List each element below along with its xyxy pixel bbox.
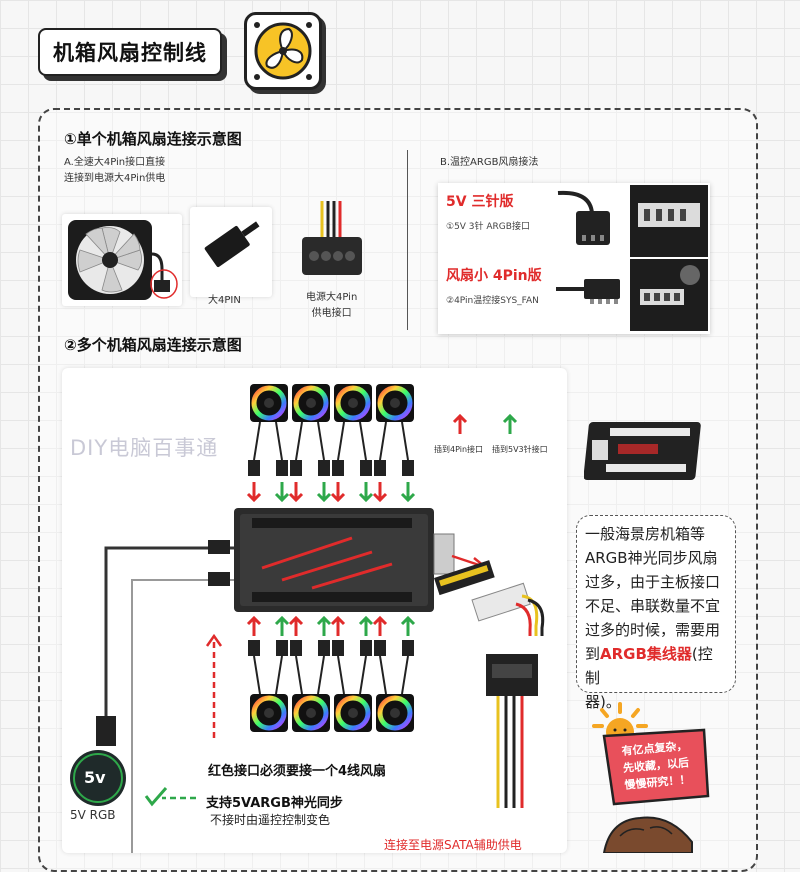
psu-label: 电源大4Pin 供电接口 [306, 290, 357, 322]
note-line3: 过多，由于主板接口 [585, 573, 721, 591]
psu-molex-connector [292, 197, 374, 287]
big-4pin-label: 大4PIN [208, 295, 241, 306]
section1-title: ①单个机箱风扇连接示意图 [64, 130, 242, 148]
top-fan-row [250, 384, 414, 422]
page-title: 机箱风扇控制线 [38, 28, 222, 76]
5v-version-title: 5V 三针版 [446, 194, 514, 210]
5v-rgb-label: 5V RGB [70, 808, 116, 822]
bottom-fan-row [250, 694, 414, 732]
mascot-hair-icon [600, 812, 696, 854]
note-highlight: ARGB集线器 [600, 645, 692, 663]
fan-icon [244, 12, 322, 90]
note-line6-prefix: 到 [585, 645, 601, 663]
section-a-line1: A.全速大4Pin接口直接 [64, 157, 166, 168]
bookmark-sticker: 有亿点复杂， 先收藏，以后 慢慢研究！！ [596, 726, 714, 810]
note-line6: 到ARGB集线器(控制 [585, 642, 727, 690]
note-line5: 过多的时候，需要用 [585, 621, 721, 639]
section-a-desc: A.全速大4Pin接口直接 连接到电源大4Pin供电 [64, 155, 165, 187]
psu-label-line2: 供电接口 [311, 308, 352, 319]
4pin-version-sub: ②4Pin温控接SYS_FAN [446, 296, 539, 306]
page-title-text: 机箱风扇控制线 [53, 41, 207, 65]
argb-connection-card: 5V 三针版 ①5V 3针 ARGB接口 风扇小 4Pin版 ②4Pin温控接S… [438, 183, 710, 334]
sys-fan-header-photo [630, 259, 708, 331]
psu-label-line1: 电源大4Pin [306, 292, 358, 303]
red-port-note: 红色接口必须要接一个4线风扇 [208, 764, 387, 779]
watermark: DIY电脑百事通 [70, 436, 219, 460]
section-b-title: B.温控ARGB风扇接法 [440, 157, 539, 168]
sata-note-text: 连接至电源SATA辅助供电 [384, 838, 522, 852]
green-note-line2: 不接时由遥控控制变色 [210, 813, 331, 827]
section2-title: ②多个机箱风扇连接示意图 [64, 336, 242, 354]
legend-red-label: 插到4Pin接口 [434, 445, 484, 454]
green-note-line1: 支持5VARGB神光同步 [206, 796, 343, 811]
5v-badge: 5v [84, 768, 106, 787]
argb-hub-photo [583, 414, 712, 488]
argb-header-photo [630, 185, 708, 257]
note-line7: 器)。 [585, 693, 621, 711]
legend-green-label: 插到5V3针接口 [492, 445, 548, 454]
note-line6-suffix: (控制 [585, 645, 713, 687]
sticker-text: 有亿点复杂， 先收藏，以后 慢慢研究！！ [606, 736, 706, 795]
argb-3pin-plug-photo [550, 185, 630, 257]
4pin-plug-photo [550, 259, 630, 331]
hub-usage-note: 一般海景房机箱等 ARGB神光同步风扇 过多，由于主板接口 不足、串联数量不宜 … [576, 515, 736, 711]
section-a-line2: 连接到电源大4Pin供电 [64, 173, 166, 184]
4pin-version-title: 风扇小 4Pin版 [446, 268, 542, 284]
5v-version-sub: ①5V 3针 ARGB接口 [446, 222, 530, 232]
big-4pin-connector [190, 207, 272, 297]
sata-note: 连接至电源SATA辅助供电 [384, 836, 522, 853]
section-divider [407, 150, 408, 330]
multi-fan-diagram: 插到4Pin接口 插到5V3针接口 红色接口必须要接一个4线风扇 支持5VARG… [62, 368, 567, 853]
case-fan-photo [62, 214, 182, 306]
note-line1: 一般海景房机箱等 [585, 525, 706, 543]
note-line2: ARGB神光同步风扇 [585, 549, 718, 567]
note-line4: 不足、串联数量不宜 [585, 597, 721, 615]
